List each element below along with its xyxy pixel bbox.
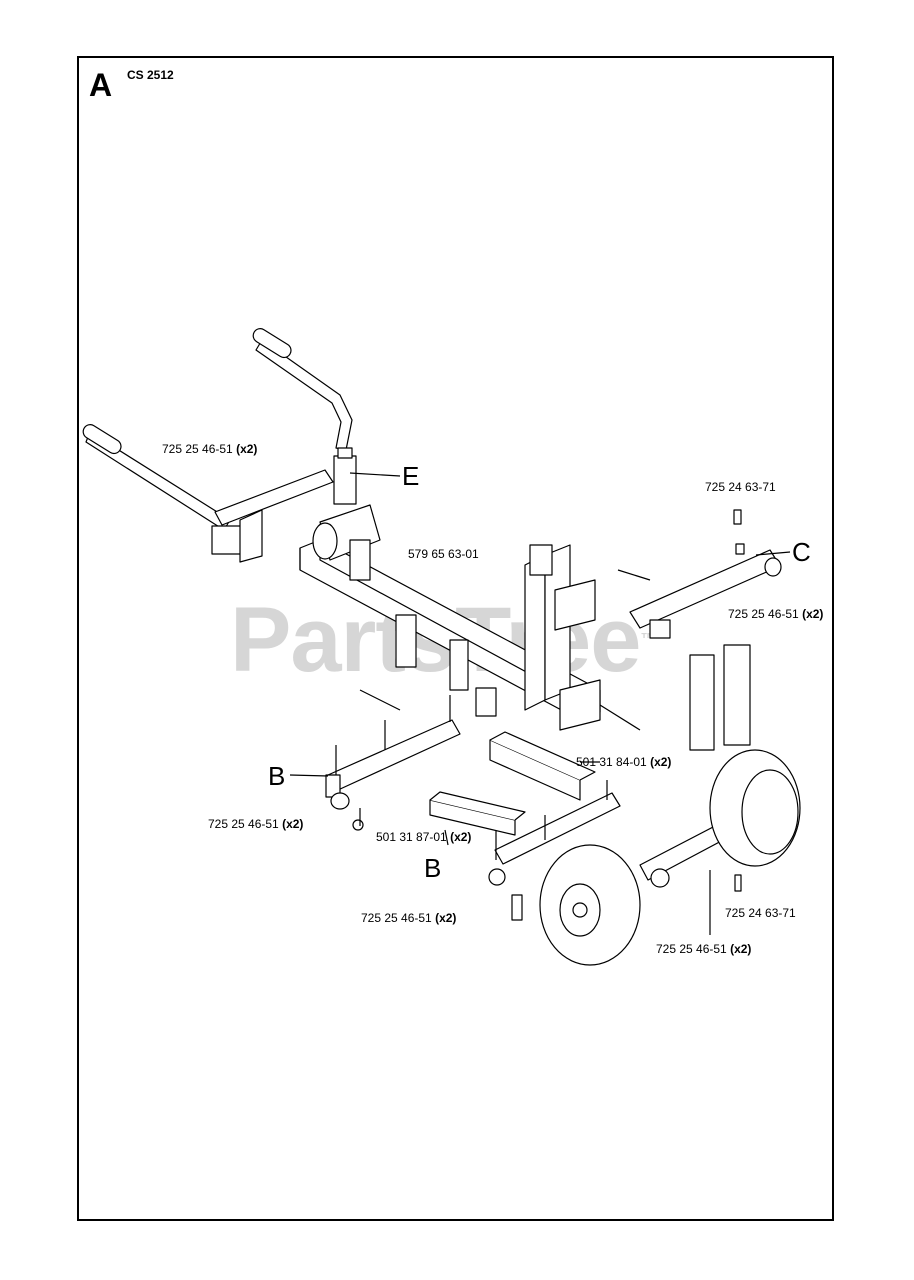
part-label: 725 24 63-71 [725,906,796,920]
wheel-left [539,844,641,966]
e-bracket [333,447,357,505]
beam-legs [395,614,497,717]
part-label: 725 24 63-71 [705,480,776,494]
part-label: 725 25 46-51 (x2) [361,911,457,925]
section-letter: A [89,67,113,103]
spacer-blocks [689,644,751,751]
handle-right [252,328,353,451]
part-label: 725 25 46-51 (x2) [656,942,752,956]
callout-e: E [402,461,420,491]
handle-crossbar [211,469,334,563]
callout-b-left: B [268,761,286,791]
c-axle-bracket [629,509,782,639]
part-label: 725 25 46-51 (x2) [728,607,824,621]
part-label: 725 25 46-51 (x2) [162,442,258,456]
callout-c: C [792,537,811,567]
model-number: CS 2512 [127,68,174,82]
cylinder [312,504,381,581]
middle-axle-bar [488,780,621,921]
part-label: 725 25 46-51 (x2) [208,817,304,831]
part-label: 501 31 87-01 (x2) [376,830,472,844]
handle-left [82,424,231,531]
leader-lines [289,472,791,935]
callout-b-middle: B [424,853,442,883]
diagram-frame [77,56,834,1221]
wheel-right [709,749,801,867]
bracket-501-31-87 [429,791,526,836]
bracket-501-31-84 [489,731,596,801]
part-label: 501 31 84-01 (x2) [576,755,672,769]
left-foot-bar [325,695,461,831]
part-label: 579 65 63-01 [408,547,479,561]
upright-post [524,544,601,731]
